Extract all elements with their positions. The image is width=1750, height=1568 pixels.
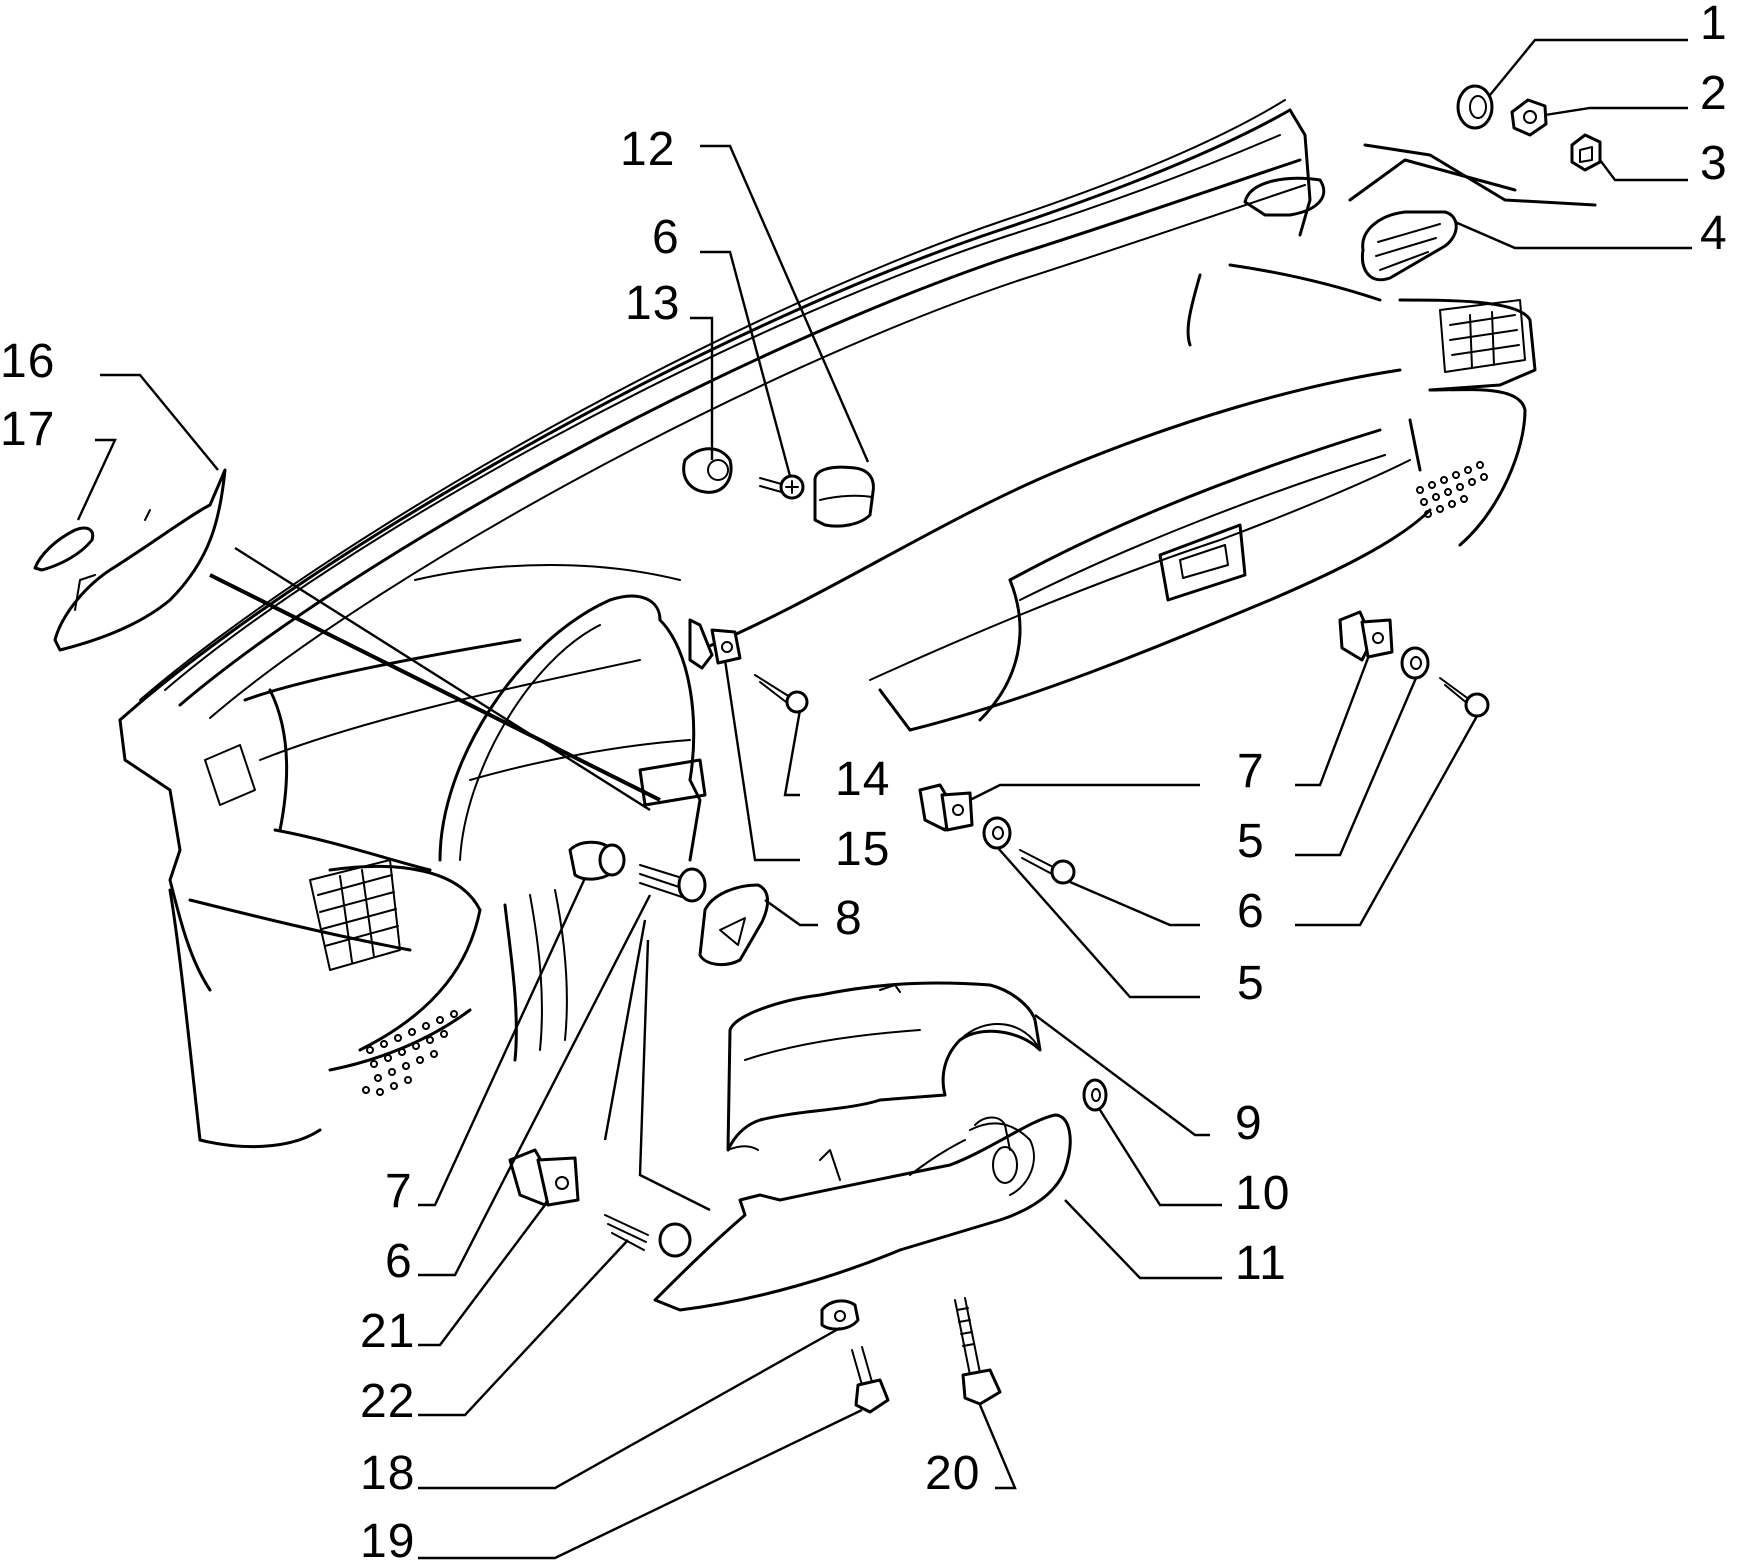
callout-22: 22 xyxy=(360,1375,416,1428)
part-1-grommet xyxy=(1456,84,1494,130)
dash-oval-cutout xyxy=(1243,176,1326,217)
part-11-lower-shroud xyxy=(653,1113,1072,1312)
callout-10: 10 xyxy=(1235,1167,1291,1220)
dashboard-panel xyxy=(118,99,1537,1149)
part-3-leader-bracket xyxy=(1363,143,1597,207)
callout-6-top: 6 xyxy=(652,211,680,264)
callout-7-lower: 7 xyxy=(385,1165,413,1218)
part-14-clip xyxy=(918,783,974,832)
callout-19: 19 xyxy=(360,1515,416,1568)
left-vent-grille xyxy=(309,859,401,971)
part-6-screw-right xyxy=(1439,677,1490,718)
part-15-clip xyxy=(688,618,742,670)
callout-14: 14 xyxy=(835,753,891,806)
part-8-switch xyxy=(698,883,769,967)
callout-7-right: 7 xyxy=(1237,745,1265,798)
callout-12: 12 xyxy=(620,123,676,176)
part-7-bushing xyxy=(568,840,626,881)
callout-18: 18 xyxy=(360,1447,416,1500)
callout-6-lower: 6 xyxy=(385,1235,413,1288)
part-20-bolt xyxy=(954,1297,1002,1406)
callout-5-mid: 5 xyxy=(1237,957,1265,1010)
part-6-screw-mid xyxy=(1019,849,1076,885)
part-3-clip xyxy=(1570,133,1602,172)
right-speaker-holes xyxy=(1416,461,1488,518)
part-17-clip xyxy=(33,526,95,572)
part-10-washer xyxy=(1082,1078,1108,1112)
part-6-screw-top xyxy=(759,474,805,500)
callout-6-mid: 6 xyxy=(1237,885,1265,938)
part-4-vent xyxy=(1360,210,1458,282)
part-12-cap xyxy=(813,465,875,528)
part-5-washer-right xyxy=(1400,646,1430,680)
callout-1: 1 xyxy=(1700,0,1728,50)
leader-lines xyxy=(76,38,1692,1560)
callout-16: 16 xyxy=(0,335,56,388)
callout-17: 17 xyxy=(0,403,56,456)
callout-11: 11 xyxy=(1235,1237,1287,1290)
callout-4: 4 xyxy=(1700,207,1728,260)
callout-2: 2 xyxy=(1700,67,1728,120)
callout-20: 20 xyxy=(925,1447,981,1500)
part-21-clip xyxy=(508,1148,580,1207)
callout-13: 13 xyxy=(625,277,681,330)
part-16-end-trim xyxy=(53,468,227,652)
left-speaker-holes xyxy=(362,1010,458,1096)
callout-3: 3 xyxy=(1700,137,1728,190)
part-5-washer-mid xyxy=(982,816,1012,850)
callout-15: 15 xyxy=(835,823,891,876)
part-6-bolt-cluster xyxy=(639,864,707,903)
part-15-screw xyxy=(754,674,809,714)
callout-8: 8 xyxy=(835,892,863,945)
part-2-nut xyxy=(1510,98,1548,137)
callout-9: 9 xyxy=(1235,1097,1263,1150)
part-3-bracket-arm xyxy=(1348,158,1517,202)
callout-21: 21 xyxy=(360,1305,416,1358)
right-vent-grille xyxy=(1439,299,1526,373)
part-18-nut xyxy=(820,1299,860,1331)
part-13-grommet xyxy=(682,447,733,494)
part-7-clip-right xyxy=(1338,610,1394,662)
part-19-bolt xyxy=(851,1346,890,1414)
part-22-screw xyxy=(604,1214,692,1258)
part-9-upper-shroud xyxy=(726,981,1042,1152)
callout-5-right: 5 xyxy=(1237,815,1265,868)
